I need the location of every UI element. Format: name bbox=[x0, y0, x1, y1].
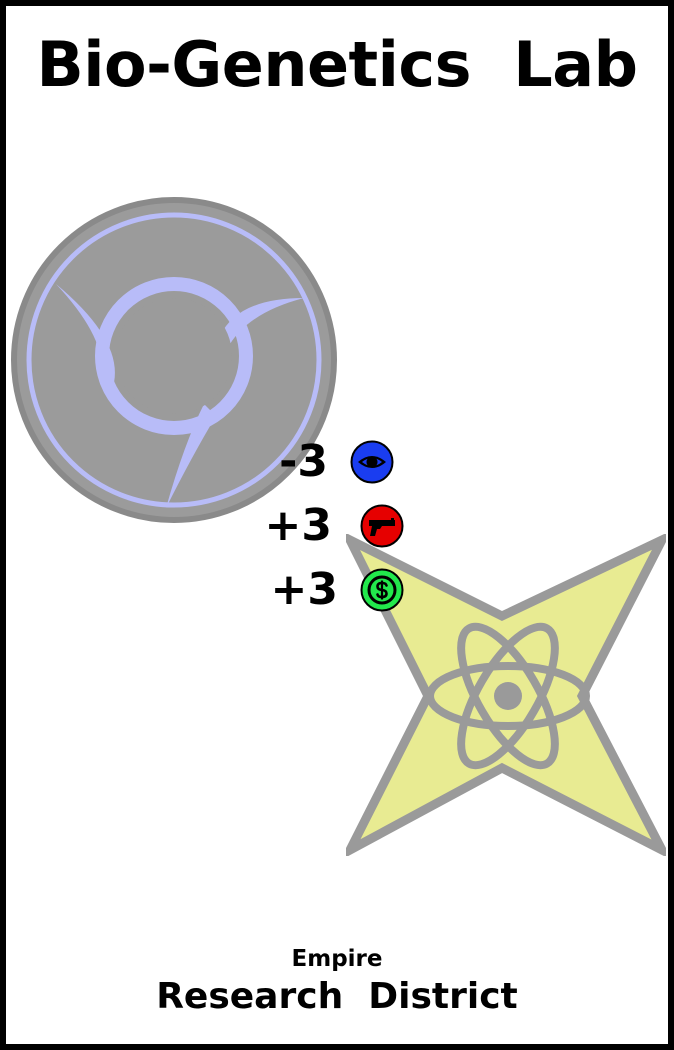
stat-value: -3 bbox=[279, 436, 328, 487]
empire-swirl-icon bbox=[8, 194, 340, 526]
district-label: Research District bbox=[156, 976, 518, 1017]
stat-row-money: +3 bbox=[246, 560, 446, 620]
atom-star-icon bbox=[339, 529, 668, 861]
dollar-coin-icon bbox=[360, 568, 404, 612]
card-title: Bio-Genetics Lab bbox=[36, 28, 638, 101]
pistol-icon bbox=[360, 504, 404, 548]
faction-label: Empire bbox=[291, 946, 383, 972]
stat-value: +3 bbox=[270, 564, 338, 615]
stat-row-military: +3 bbox=[246, 496, 446, 556]
stat-value: +3 bbox=[264, 500, 332, 551]
stat-row-stealth: -3 bbox=[246, 432, 446, 492]
eye-icon bbox=[350, 440, 394, 484]
